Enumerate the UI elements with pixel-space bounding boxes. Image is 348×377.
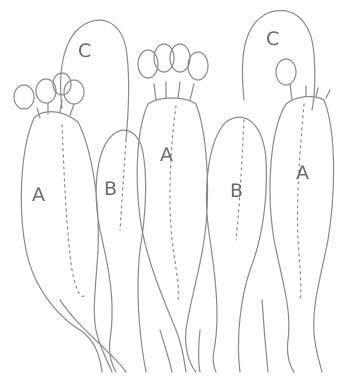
label-c-right: C (266, 28, 279, 50)
label-b-left: B (104, 178, 117, 200)
cell-b-left-right (108, 130, 146, 372)
cell-a-left-internal (62, 125, 84, 296)
label-c-left: C (78, 40, 91, 62)
spore-icon (188, 52, 208, 80)
cell-b-right-left (207, 122, 226, 372)
label-a-right: A (296, 162, 309, 184)
cell-a-middle-right (186, 104, 208, 372)
cell-b-right-right (226, 117, 266, 372)
cell-a-right-right (314, 100, 334, 372)
cell-b-left (96, 140, 116, 372)
cell-a-left-body-right (78, 122, 112, 372)
stalk-lines (60, 300, 268, 372)
cell-a-right-left (270, 104, 294, 372)
cell-a-right-internal (297, 104, 304, 300)
spore-icon (276, 59, 296, 85)
cell-a-right-sterigmata (290, 84, 330, 100)
spore-icon (64, 80, 84, 104)
cell-a-middle-internal (170, 106, 179, 300)
label-b-right: B (230, 180, 243, 202)
label-a-middle: A (160, 144, 173, 166)
label-a-left: A (32, 184, 45, 206)
cell-b-left-internal (120, 140, 126, 230)
spore-icon (14, 85, 34, 109)
spore-icon (53, 73, 71, 95)
spore-icon (170, 44, 190, 72)
cell-a-middle-sterigmata (154, 82, 194, 100)
cell-a-left-top (34, 112, 78, 122)
cell-a-middle-top (148, 98, 196, 104)
cell-c-right (242, 11, 314, 110)
